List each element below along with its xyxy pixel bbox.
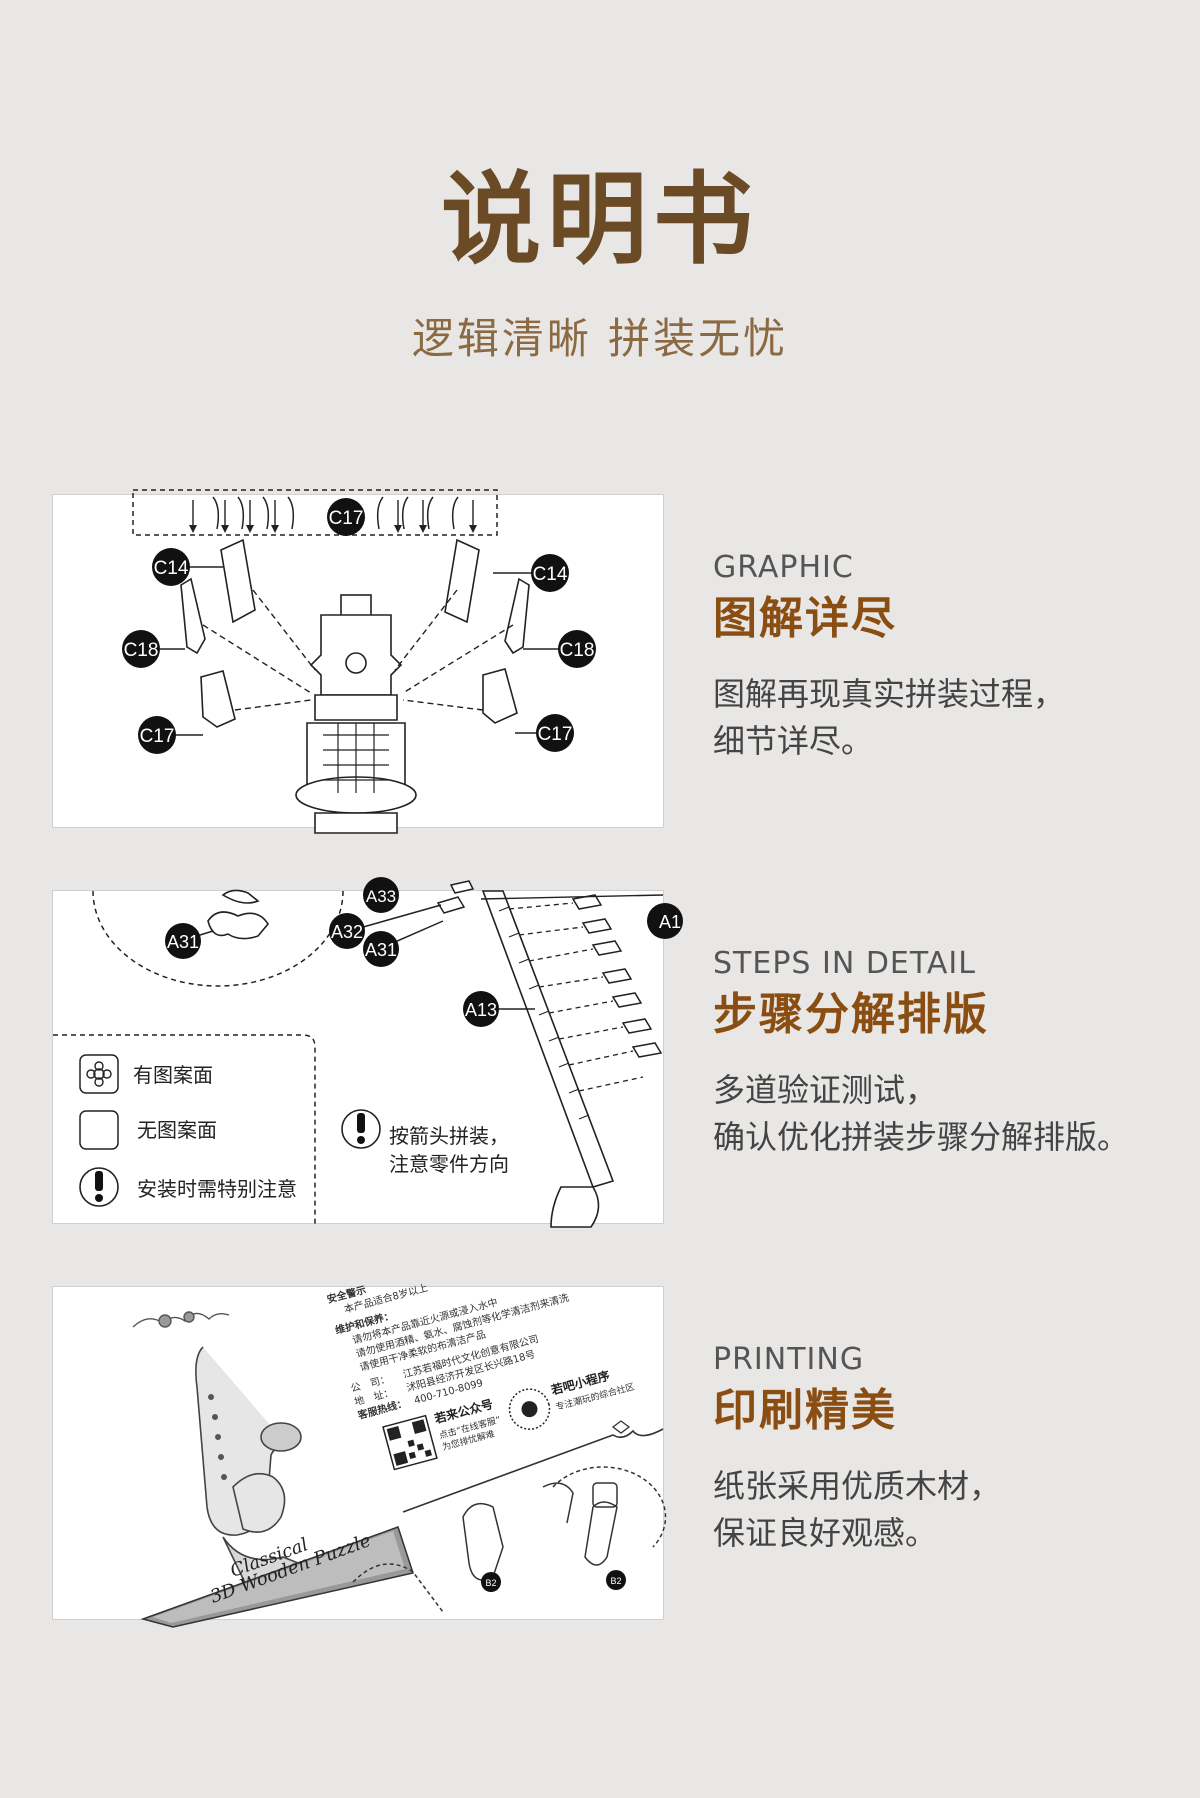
page-title: 说明书 [441,161,759,278]
label-a33: A33 [366,887,396,906]
graphic-illustration: C14 C14 C18 C18 C17 C17 C17 [52,489,664,834]
part-labels: C14 C14 C18 C18 C17 C17 C17 [122,498,596,754]
part-tag-2: B2 [610,1576,621,1586]
legend-item-blank: 无图案面 [137,1118,217,1142]
note-warning-icon [341,1109,381,1149]
steps-illustration: A31 A32 A31 A33 [52,877,683,1228]
printing-illustration: Classical 3D Wooden Puzzle 安全警示 本产品适合8岁以… [52,1281,667,1628]
feature-description: 纸张采用优质木材， 保证良好观感。 [713,1467,1002,1552]
label-c17-left: C17 [140,726,175,747]
steps-diagram: A31 A32 A31 A33 [53,877,683,1228]
label-c17-top: C17 [329,508,364,529]
note-line-1: 按箭头拼装， [389,1124,509,1148]
label-a1: A1 [659,912,681,932]
feature-steps: STEPS IN DETAIL 步骤分解排版 多道验证测试， 确认优化拼装步骤分… [713,949,1173,1161]
feature-zh-title: 图解详尽 [713,593,897,644]
label-a31-left: A31 [167,932,199,952]
label-c17-right: C17 [538,724,573,745]
label-a31-right: A31 [365,940,397,960]
legend-pattern-icon [79,1054,119,1094]
legend-blank-icon [79,1110,119,1150]
legend-item-caution: 安装时需特别注意 [137,1177,297,1201]
page-subtitle: 逻辑清晰 拼装无忧 [411,314,789,363]
ornament-icon [132,1311,230,1328]
label-a13: A13 [465,1000,497,1020]
feature-en-title: GRAPHIC [713,550,854,585]
label-c14-right: C14 [533,564,568,585]
part-tag-1: B2 [485,1578,496,1588]
label-c18-left: C18 [124,640,159,661]
feature-zh-title: 步骤分解排版 [713,989,989,1040]
legend-warning-icon [79,1167,119,1207]
feature-en-title: STEPS IN DETAIL [713,946,976,981]
feature-en-title: PRINTING [713,1342,865,1377]
feature-zh-title: 印刷精美 [713,1385,897,1436]
label-c18-right: C18 [560,640,595,661]
legend-item-pattern: 有图案面 [133,1063,213,1087]
printing-sample: Classical 3D Wooden Puzzle 安全警示 本产品适合8岁以… [132,1281,667,1628]
feature-graphic: GRAPHIC 图解详尽 图解再现真实拼装过程， 细节详尽。 [713,553,1173,765]
tower-diagram: C14 C14 C18 C18 C17 C17 C17 [122,489,596,834]
feature-printing: PRINTING 印刷精美 纸张采用优质木材， 保证良好观感。 [713,1345,1173,1557]
classical-banner: Classical 3D Wooden Puzzle [140,1526,414,1628]
manual-text-block: 安全警示 本产品适合8岁以上 维护和保养： 请勿将本产品靠近火源或浸入水中 请勿… [325,1281,570,1422]
note-line-2: 注意零件方向 [389,1152,509,1176]
feature-description: 图解再现真实拼装过程， 细节详尽。 [713,675,1066,760]
label-a32: A32 [331,922,363,942]
feature-description: 多道验证测试， 确认优化拼装步骤分解排版。 [713,1071,1130,1156]
label-c14-left: C14 [154,558,189,579]
